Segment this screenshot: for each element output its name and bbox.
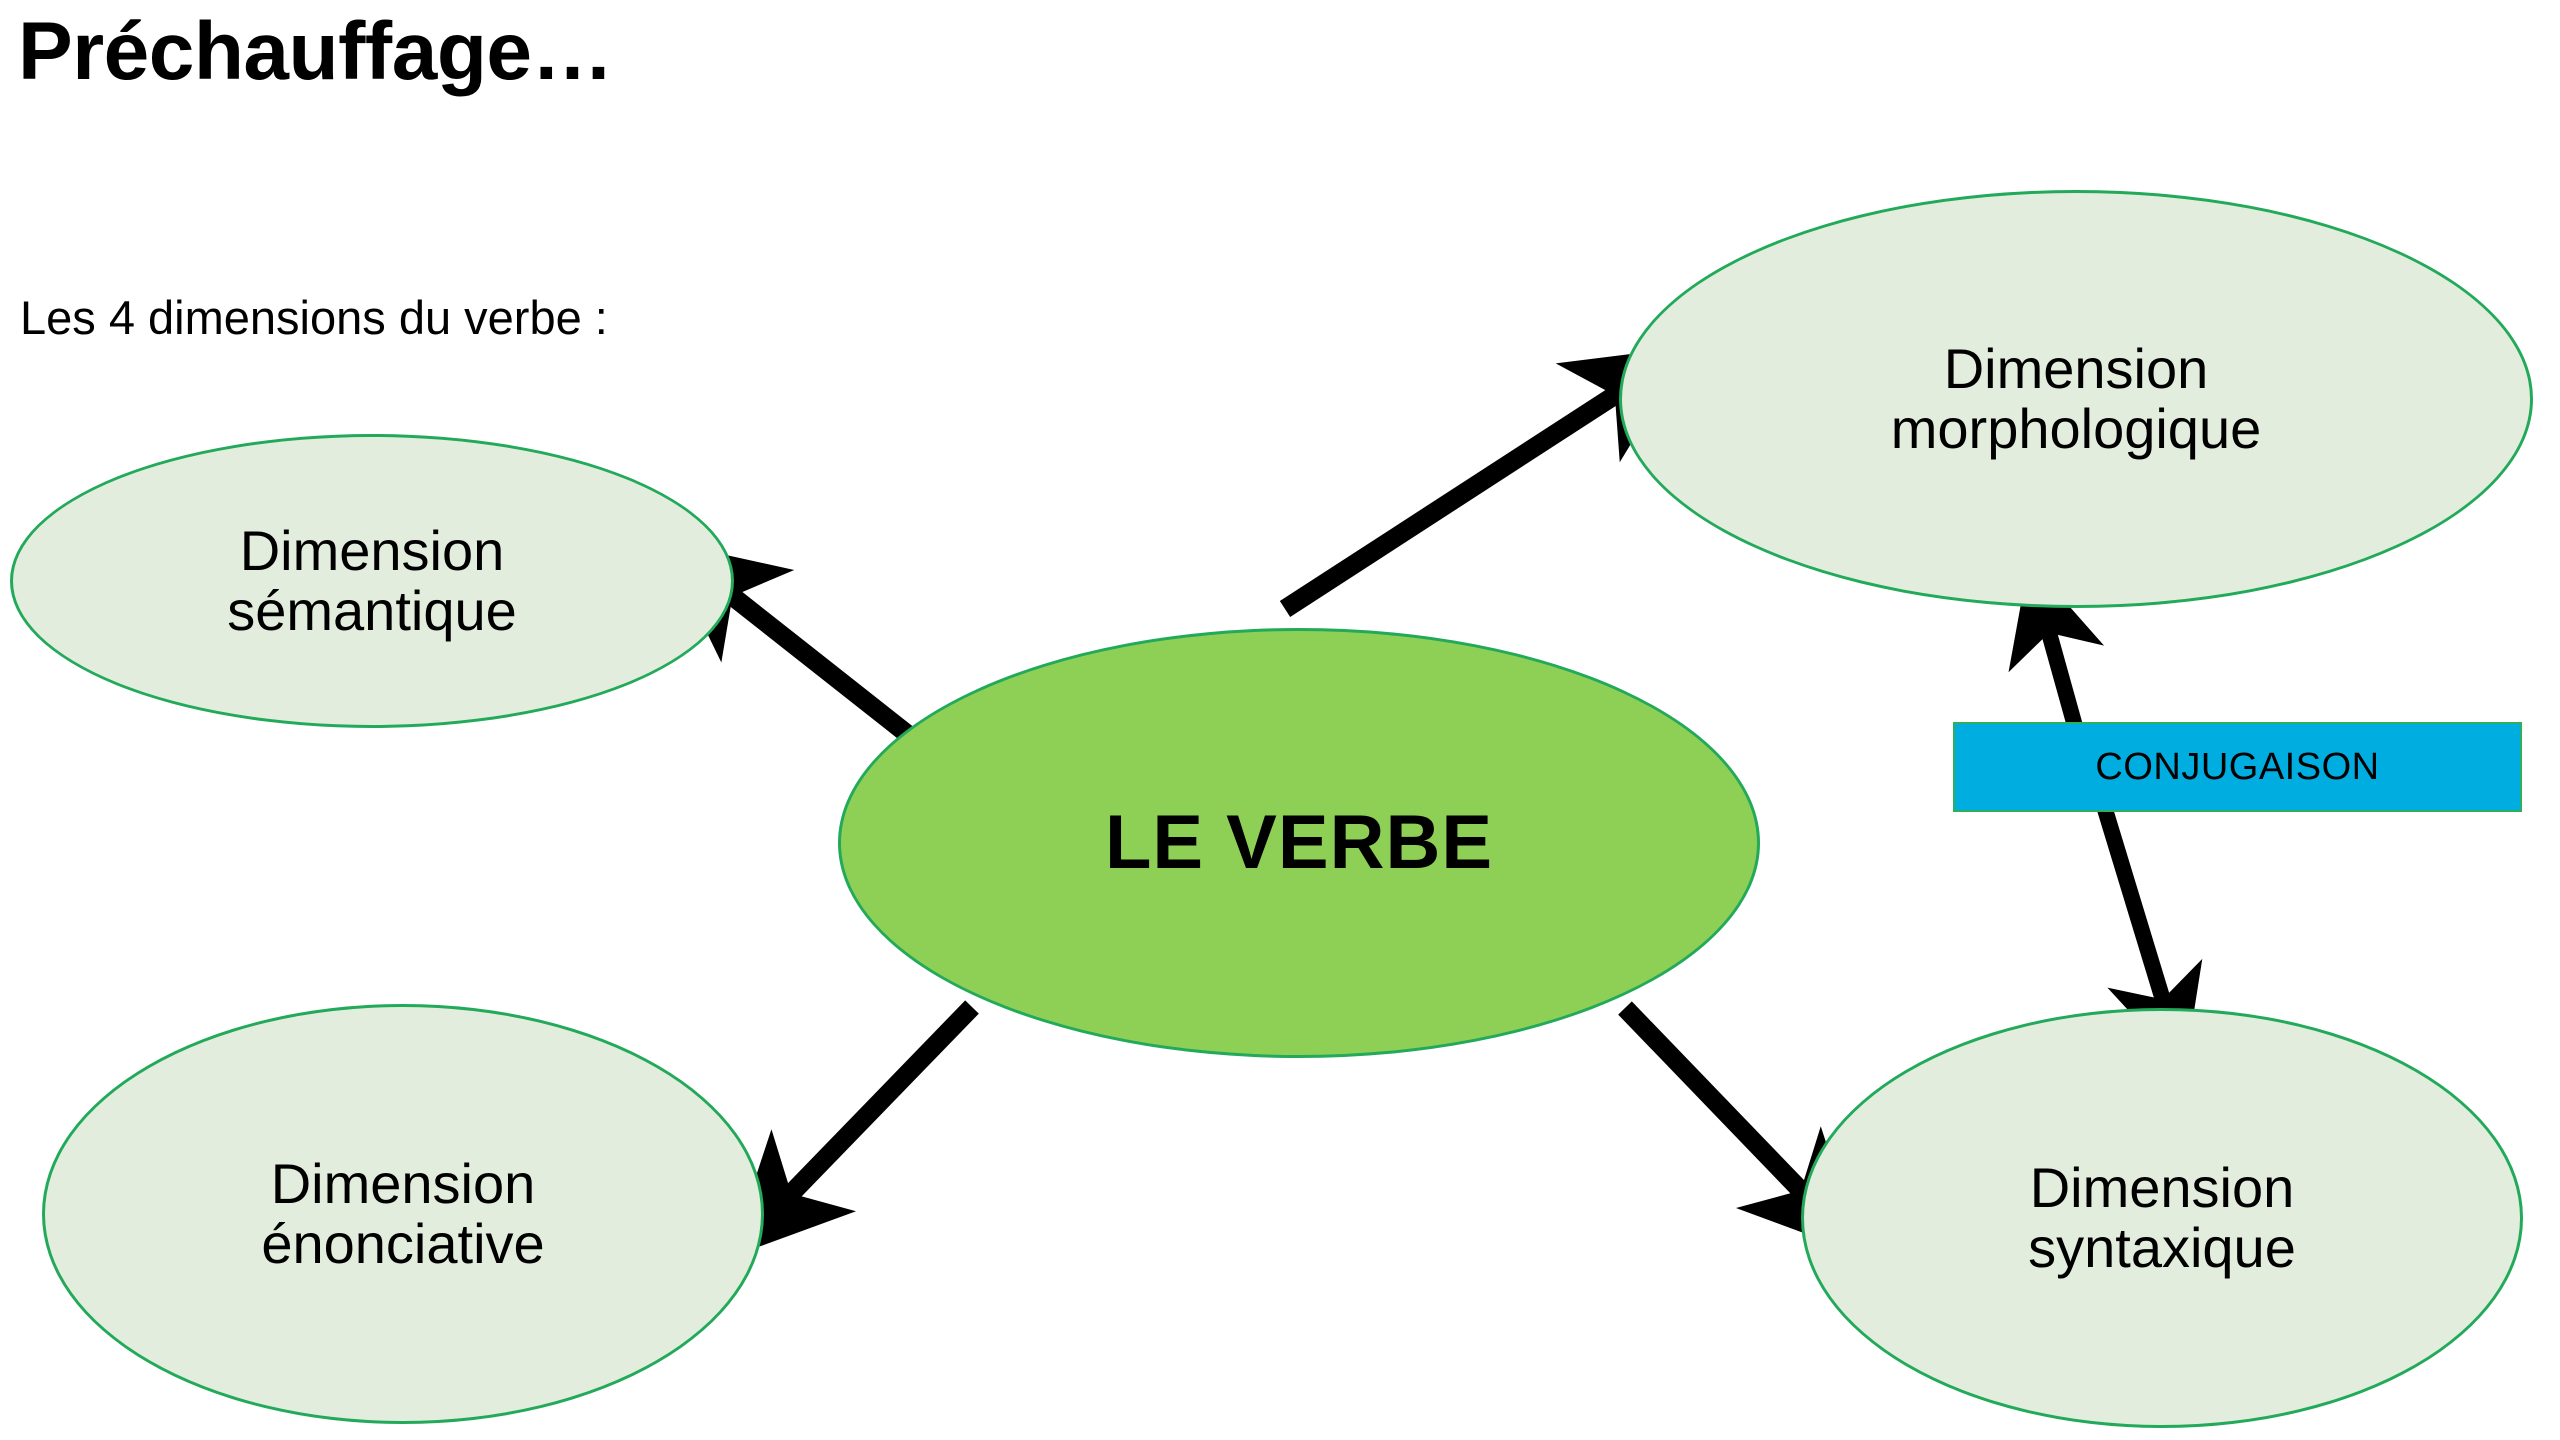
page-title: Préchauffage…: [18, 6, 614, 97]
conjugaison-label: CONJUGAISON: [2095, 745, 2380, 788]
node-label: Dimension syntaxique: [2020, 1155, 2304, 1279]
arrow-verbe-to-enonciative: [729, 1000, 979, 1258]
node-label-line1: Dimension: [270, 1151, 536, 1215]
conjugaison-tag[interactable]: CONJUGAISON: [1953, 722, 2522, 812]
node-dimension-semantique[interactable]: Dimension sémantique: [10, 434, 734, 728]
arrow-verbe-to-syntaxique: [1618, 1001, 1863, 1255]
node-label: Dimension morphologique: [1883, 336, 2269, 460]
arrow-verbe-to-semantique: [662, 540, 936, 760]
node-label-line2: morphologique: [1890, 397, 2262, 460]
node-label: Dimension sémantique: [219, 518, 525, 642]
node-label-line2: énonciative: [261, 1212, 545, 1275]
subtitle-text: Les 4 dimensions du verbe :: [20, 291, 608, 344]
node-label-line2: syntaxique: [2028, 1216, 2296, 1279]
node-le-verbe[interactable]: LE VERBE: [838, 628, 1760, 1058]
node-label-line1: Dimension: [2029, 1155, 2295, 1219]
node-label: Dimension énonciative: [253, 1151, 552, 1275]
node-label-line1: Dimension: [239, 518, 505, 582]
node-label-line2: sémantique: [227, 579, 517, 642]
node-dimension-enonciative[interactable]: Dimension énonciative: [42, 1004, 764, 1424]
center-node-label: LE VERBE: [1104, 799, 1494, 885]
node-dimension-syntaxique[interactable]: Dimension syntaxique: [1801, 1008, 2523, 1428]
arrow-verbe-to-morphologique: [1279, 346, 1690, 617]
node-label-line1: Dimension: [1943, 336, 2209, 400]
node-dimension-morphologique[interactable]: Dimension morphologique: [1619, 190, 2533, 608]
